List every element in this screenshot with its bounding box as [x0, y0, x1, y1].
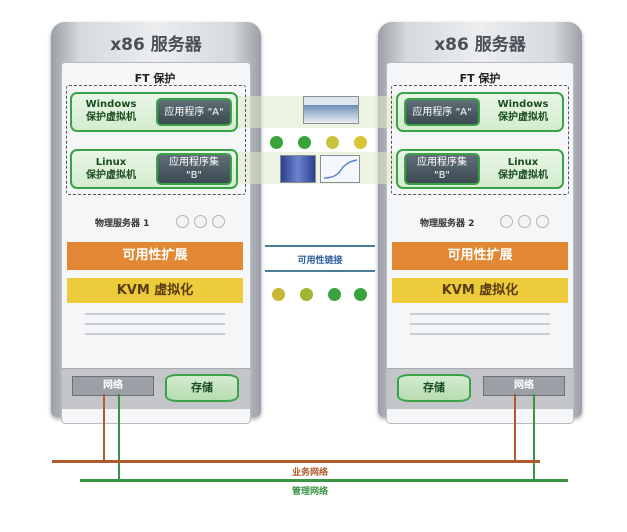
- server-2-linux-vm: 应用程序集 "B" Linux 保护虚拟机: [396, 149, 564, 189]
- chart-screenshot-thumbnail: [320, 155, 360, 183]
- server-2-ft-box: [391, 85, 569, 195]
- divider: [85, 333, 225, 335]
- app-a: 应用程序 "A": [404, 98, 480, 126]
- server-1-phys-label: 物理服务器 1: [95, 219, 150, 229]
- vm-label: Linux 保护虚拟机: [498, 157, 548, 181]
- vm-label: Linux 保护虚拟机: [86, 157, 136, 181]
- vm-label: Windows 保护虚拟机: [85, 99, 137, 123]
- management-network-label: 管理网络: [291, 487, 328, 497]
- server-1-kvm: KVM 虚拟化: [67, 278, 243, 303]
- server-2-business-drop: [514, 394, 516, 462]
- availability-link-top: [265, 245, 375, 247]
- server-2-ft-label: FT 保护: [459, 72, 501, 85]
- sync-dot: [270, 136, 283, 149]
- server-2-title: x86 服务器: [434, 35, 526, 55]
- app-set-b: 应用程序集 "B": [156, 153, 232, 185]
- chart-curve-icon: [323, 159, 358, 179]
- server-2-phys-label: 物理服务器 2: [420, 219, 475, 229]
- divider: [85, 313, 225, 315]
- link-dot: [272, 288, 285, 301]
- divider: [410, 313, 550, 315]
- management-network-line: [80, 479, 568, 482]
- server-1-storage: 存储: [165, 374, 239, 402]
- server-2-windows-vm: 应用程序 "A" Windows 保护虚拟机: [396, 92, 564, 132]
- app-screenshot-thumbnail: [303, 96, 359, 124]
- server-2-storage: 存储: [397, 374, 471, 402]
- server-1-availability: 可用性扩展: [67, 242, 243, 270]
- business-network-label: 业务网络: [291, 468, 328, 478]
- availability-link-bottom: [265, 270, 375, 272]
- server-1-indicator-light: [194, 215, 207, 228]
- server-1-indicator-light: [212, 215, 225, 228]
- server-2-availability: 可用性扩展: [392, 242, 568, 270]
- vm-label: Windows 保护虚拟机: [497, 99, 549, 123]
- server-2-kvm: KVM 虚拟化: [392, 278, 568, 303]
- divider: [410, 333, 550, 335]
- business-network-line: [52, 460, 540, 463]
- server-2-management-drop: [533, 394, 535, 482]
- divider: [410, 323, 550, 325]
- server-1-ft-box: [66, 85, 246, 195]
- server-1-windows-vm: Windows 保护虚拟机 应用程序 "A": [70, 92, 238, 132]
- link-dot: [328, 288, 341, 301]
- server-1-indicator-light: [176, 215, 189, 228]
- link-dot: [354, 288, 367, 301]
- server-1-ft-label: FT 保护: [134, 72, 176, 85]
- server-2-network: 网络: [483, 376, 565, 396]
- divider: [85, 323, 225, 325]
- server-1-title: x86 服务器: [110, 35, 202, 55]
- app-a: 应用程序 "A": [156, 98, 232, 126]
- server-2-indicator-light: [500, 215, 513, 228]
- sync-dot: [354, 136, 367, 149]
- app-screenshot-thumbnail: [280, 155, 316, 183]
- app-set-b: 应用程序集 "B": [404, 153, 480, 185]
- server-1-management-drop: [118, 394, 120, 482]
- sync-dot: [326, 136, 339, 149]
- server-1-network: 网络: [72, 376, 154, 396]
- server-1-linux-vm: Linux 保护虚拟机 应用程序集 "B": [70, 149, 238, 189]
- link-dot: [300, 288, 313, 301]
- server-1-business-drop: [103, 394, 105, 462]
- server-2-indicator-light: [518, 215, 531, 228]
- sync-dot: [298, 136, 311, 149]
- server-2-indicator-light: [536, 215, 549, 228]
- availability-link-label: 可用性链接: [297, 256, 343, 266]
